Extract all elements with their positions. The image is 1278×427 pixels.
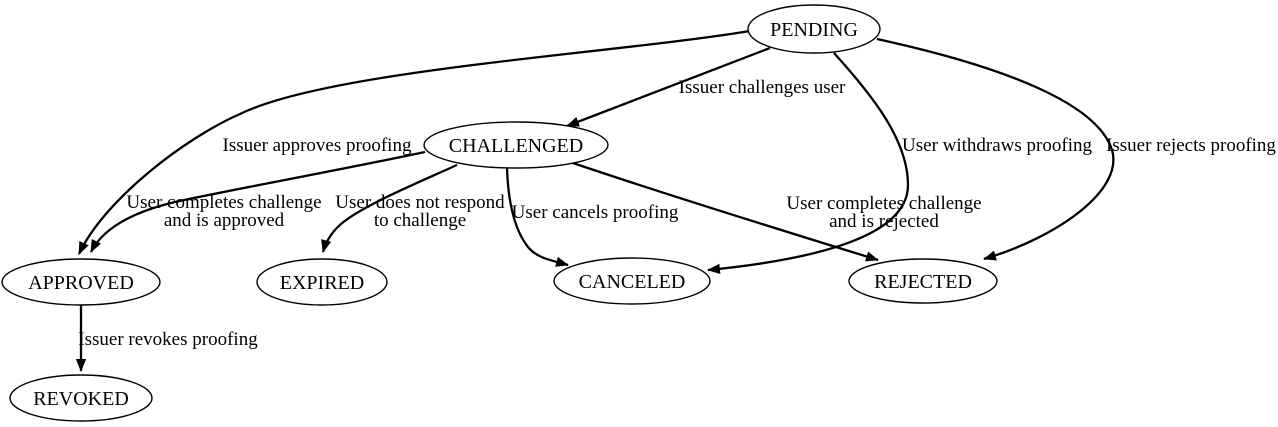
edge-label-challenged-expired-line1: to challenge xyxy=(374,210,466,231)
edge-label-challenged-approved-line0: User completes challenge xyxy=(126,192,321,213)
transition-edge-challenged-rejected xyxy=(569,160,879,262)
edge-label-approved-revoked-line0: Issuer revokes proofing xyxy=(78,329,258,350)
node-ellipse-approved xyxy=(1,258,161,306)
node-ellipse-expired xyxy=(256,258,388,306)
edge-label-pending-approved-line0: Issuer approves proofing xyxy=(223,135,412,156)
transition-edge-challenged-approved xyxy=(89,150,426,253)
state-node-revoked: REVOKED xyxy=(9,374,153,422)
node-label-expired: EXPIRED xyxy=(280,272,364,294)
edge-label-challenged-rejected-line1: and is rejected xyxy=(829,211,939,232)
edge-label-pending-rejected-line0: Issuer rejects proofing xyxy=(1106,135,1276,156)
transition-edge-pending-challenged xyxy=(566,46,771,128)
edge-label-pending-canceled-line0: User withdraws proofing xyxy=(902,135,1092,156)
edge-label-challenged-rejected-line0: User completes challenge xyxy=(786,193,981,214)
node-label-rejected: REJECTED xyxy=(874,271,972,293)
node-label-canceled: CANCELED xyxy=(579,271,686,293)
transition-edge-pending-approved xyxy=(77,29,751,255)
node-label-approved: APPROVED xyxy=(28,272,134,294)
transition-edge-challenged-canceled xyxy=(505,167,569,267)
node-ellipse-rejected xyxy=(848,258,998,304)
node-ellipse-revoked xyxy=(9,374,153,422)
state-node-pending: PENDING xyxy=(747,4,881,54)
state-node-challenged: CHALLENGED xyxy=(423,121,609,169)
state-node-rejected: REJECTED xyxy=(848,258,998,304)
edge-label-pending-challenged-line0: Issuer challenges user xyxy=(679,77,846,98)
transition-edge-pending-canceled xyxy=(707,52,910,274)
edge-label-challenged-canceled-line0: User cancels proofing xyxy=(512,202,679,223)
nodes-layer: PENDING CHALLENGED APPROVED EXPIRED CANCELED… xyxy=(1,4,998,422)
transition-edge-challenged-expired xyxy=(321,163,458,253)
node-label-revoked: REVOKED xyxy=(33,388,129,410)
state-node-approved: APPROVED xyxy=(1,258,161,306)
state-node-canceled: CANCELED xyxy=(553,257,711,305)
node-ellipse-pending xyxy=(747,4,881,54)
node-ellipse-challenged xyxy=(423,121,609,169)
transition-edge-pending-rejected xyxy=(876,37,1115,261)
edge-label-challenged-approved-line1: and is approved xyxy=(164,210,285,231)
state-node-expired: EXPIRED xyxy=(256,258,388,306)
edges-layer xyxy=(75,29,1115,372)
node-label-pending: PENDING xyxy=(770,19,858,41)
edge-label-challenged-expired-line0: User does not respond xyxy=(335,192,505,213)
node-label-challenged: CHALLENGED xyxy=(449,135,583,157)
node-ellipse-canceled xyxy=(553,257,711,305)
